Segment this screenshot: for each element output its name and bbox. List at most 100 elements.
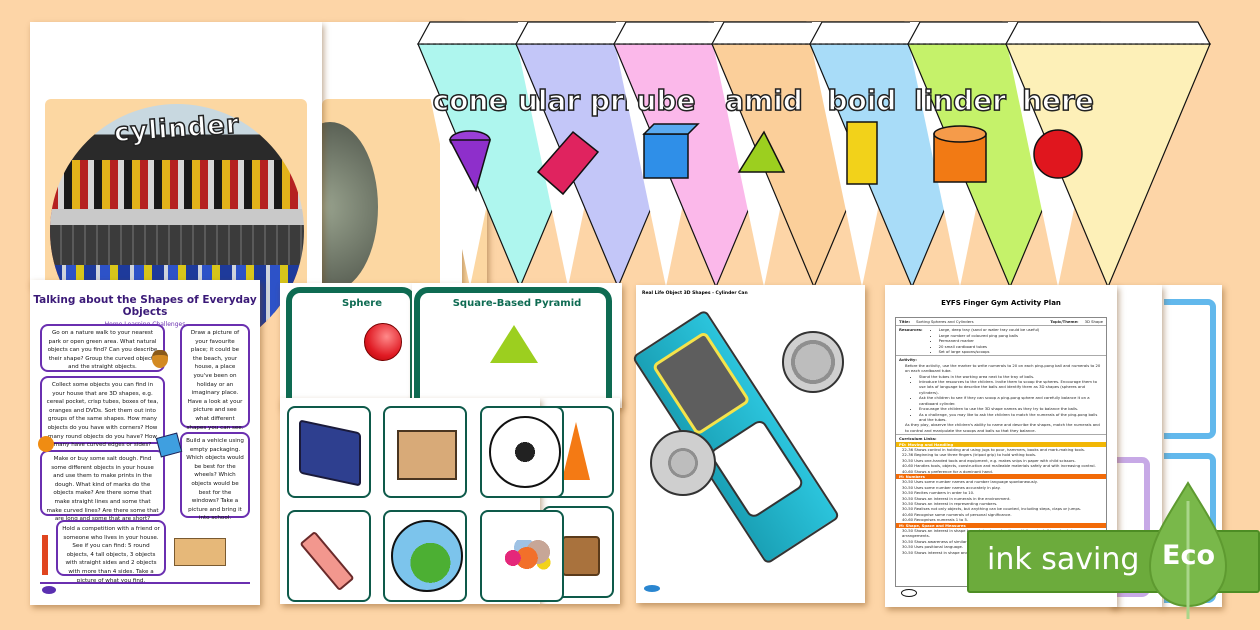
card-title: Sphere bbox=[342, 298, 382, 309]
activity-text: Before the activity, use the marker to w… bbox=[905, 362, 1101, 374]
can-window-panel bbox=[708, 417, 806, 520]
activity-step: Stand the tubes in the working area next… bbox=[919, 374, 1103, 379]
bunting-flag-cuboid: boid bbox=[808, 21, 1016, 290]
title-value: Sorting Spheres and Cylinders bbox=[916, 319, 974, 324]
bunting-flag-cube: ube bbox=[612, 21, 820, 290]
curriculum-item: 22-36 Shows control in holding and using… bbox=[902, 446, 1086, 452]
challenge-bubble: Go on a nature walk to your nearest park… bbox=[40, 324, 165, 372]
twinkl-logo-icon bbox=[901, 589, 917, 597]
tile-book bbox=[287, 406, 371, 498]
shelf-back bbox=[50, 225, 304, 265]
resource-item: Permanent marker bbox=[939, 338, 1040, 343]
curriculum-band: M: Numbers bbox=[896, 473, 1106, 480]
plan-row-resources: Resources: Large, deep tray (sand or wat… bbox=[896, 326, 1106, 357]
bunting-flag-cylinder: linder bbox=[906, 21, 1114, 290]
flag-shape bbox=[906, 21, 1114, 289]
plan-row-title: Title: Sorting Spheres and Cylinders Top… bbox=[896, 318, 1106, 327]
balls-of-wool-icon bbox=[496, 540, 552, 570]
curriculum-item: 30-50 Realises not only objects, but any… bbox=[902, 506, 1082, 512]
shelf bbox=[50, 209, 304, 225]
ink-saving-text: ink saving bbox=[987, 542, 1140, 577]
pyramid-card-sheet: Square-Based Pyramid bbox=[412, 283, 622, 417]
activity-step: Introduce the resources to the children.… bbox=[919, 379, 1103, 395]
orange-icon bbox=[38, 436, 54, 452]
traffic-cone-icon bbox=[562, 422, 590, 480]
book-icon bbox=[299, 419, 361, 487]
curriculum-item: 30-50 Uses positional language. bbox=[902, 544, 964, 550]
tile-eraser bbox=[287, 510, 371, 602]
curriculum-item: 30-50 Uses one-handed tools and equipmen… bbox=[902, 457, 1076, 463]
footer-line bbox=[40, 582, 250, 584]
acorn-icon bbox=[152, 350, 168, 368]
curriculum-item: 22-36 Beginning to use three fingers (tr… bbox=[902, 452, 1037, 458]
sphere-icon bbox=[364, 323, 402, 361]
flag-label: cone bbox=[432, 83, 508, 118]
curriculum-item: 30-50 Shows an interest in representing … bbox=[902, 501, 998, 506]
tile-football bbox=[480, 406, 564, 498]
activity-step: Encourage the children to use the 3D sha… bbox=[919, 406, 1103, 411]
activity-step: As a challenge, you may like to ask the … bbox=[919, 412, 1103, 423]
flag-label: ube bbox=[636, 83, 696, 118]
bunting-flag-pyramid: amid bbox=[710, 21, 918, 290]
bunting-flag-cone: cone bbox=[416, 21, 624, 290]
curriculum-item: 30-50 Uses some number names and number … bbox=[902, 479, 1038, 485]
net-title: Real Life Object 3D Shapes - Cylinder Ca… bbox=[642, 291, 748, 296]
curriculum-item: 40-60 Handles tools, objects, constructi… bbox=[902, 463, 1096, 469]
game-track bbox=[1164, 299, 1216, 439]
curriculum-item: 40-60 Shows a preference for a dominant … bbox=[902, 468, 993, 474]
challenge-bubble: Collect some objects you can find in you… bbox=[40, 376, 165, 448]
bunting-flag-sphere: here bbox=[1004, 21, 1212, 290]
topic-value: 3D Shape bbox=[1084, 319, 1103, 324]
pyramid-icon bbox=[490, 325, 538, 363]
objects-sheet bbox=[280, 398, 564, 604]
card-title: Square-Based Pyramid bbox=[452, 298, 582, 309]
challenge-bubble: Draw a picture of your favourite place; … bbox=[180, 324, 250, 474]
plan-table: Title: Sorting Spheres and Cylinders Top… bbox=[895, 317, 1107, 587]
box-icon bbox=[155, 432, 183, 458]
flag-shape bbox=[710, 21, 918, 289]
curriculum-item: 40-60 Recognise some numerals of persona… bbox=[902, 511, 1012, 517]
curriculum-item: 30-50 Recites numbers in order to 10. bbox=[902, 490, 975, 496]
tile-globe bbox=[383, 510, 467, 602]
globe-icon bbox=[391, 520, 463, 592]
twinkl-logo-icon bbox=[644, 585, 660, 592]
resource-item: Large number of coloured ping pong balls bbox=[939, 333, 1040, 338]
curriculum-item: 30-50 Uses some number names accurately … bbox=[902, 484, 1001, 490]
curriculum-label: Curriculum Links: bbox=[899, 436, 937, 442]
tile-balls-of-wool bbox=[480, 510, 564, 602]
flag-label: boid bbox=[827, 83, 897, 118]
resources-list: Large, deep tray (sand or water tray cou… bbox=[929, 327, 1040, 354]
topic-label: Topic/Theme: bbox=[1050, 319, 1079, 324]
flag-label: here bbox=[1021, 83, 1094, 118]
activity-label: Activity: bbox=[899, 357, 917, 363]
challenge-bubble: Make or buy some salt dough. Find some d… bbox=[40, 450, 165, 522]
game-track bbox=[1116, 457, 1150, 597]
child-in-box-icon bbox=[174, 538, 226, 566]
can-label-panel bbox=[651, 330, 751, 436]
flower-vase-icon bbox=[42, 535, 48, 575]
flag-shape bbox=[514, 21, 722, 289]
home-learning-challenges-sheet: Talking about the Shapes of Everyday Obj… bbox=[30, 280, 260, 605]
sheet-title: Talking about the Shapes of Everyday Obj… bbox=[33, 294, 257, 318]
cylinder-can-net-sheet: Real Life Object 3D Shapes - Cylinder Ca… bbox=[631, 285, 865, 603]
challenge-bubble: Hold a competition with a friend or some… bbox=[56, 520, 166, 584]
cardboard-box-icon bbox=[397, 430, 457, 480]
flag-shape bbox=[416, 21, 624, 289]
football-icon bbox=[489, 416, 561, 488]
activity-step: Ask the children to see if they can scoo… bbox=[919, 395, 1103, 406]
flag-label: linder bbox=[913, 83, 1006, 118]
resource-item: Set of large spoons/scoops bbox=[939, 349, 1040, 354]
eraser-icon bbox=[299, 530, 355, 592]
can-bottom-lid bbox=[650, 430, 716, 496]
flag-shape bbox=[612, 21, 820, 289]
bunting-flag-triangular-prism: ular prism bbox=[514, 21, 722, 290]
can-top-lid bbox=[782, 331, 844, 393]
sphere-card-sheet: Sphere bbox=[280, 283, 416, 417]
flag-label: amid bbox=[724, 83, 803, 118]
suitcase-icon bbox=[562, 536, 600, 576]
eco-leaf-drop-icon bbox=[1148, 481, 1228, 619]
curriculum-band: PD: Moving and Handling bbox=[896, 441, 1106, 447]
tile-cardboard-box bbox=[383, 406, 467, 498]
title-label: Title: bbox=[899, 319, 911, 324]
curriculum-band: M: Shape, Space and Measures bbox=[896, 522, 1106, 529]
